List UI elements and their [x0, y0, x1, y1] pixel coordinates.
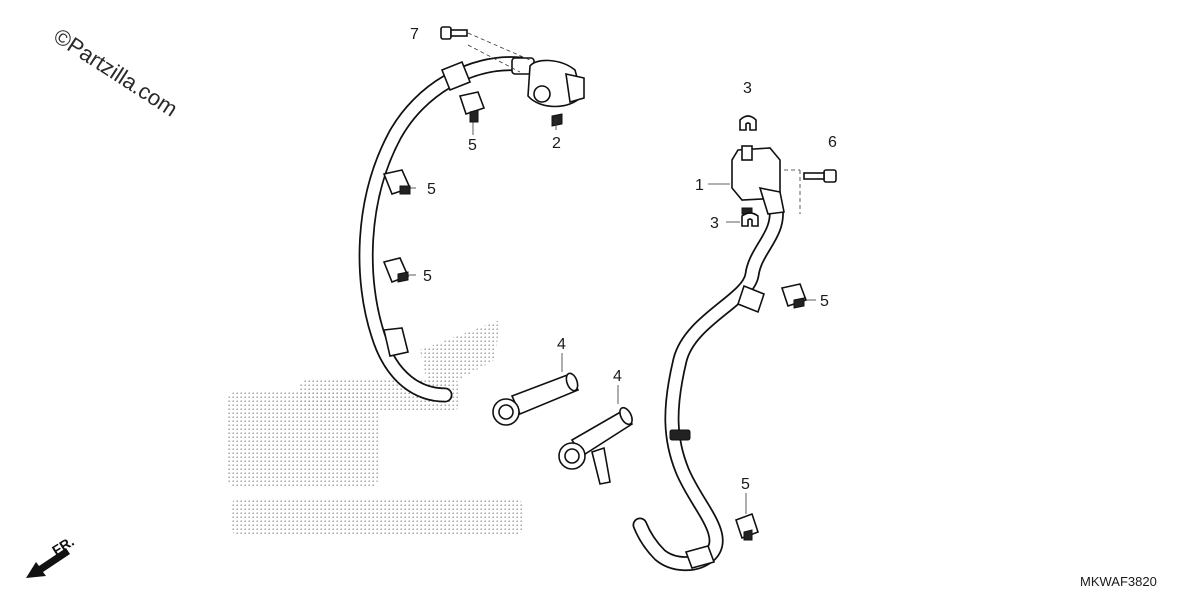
- callout-5-left-top: 5: [468, 137, 477, 154]
- watermark-text: ©Partzilla.com: [49, 23, 182, 121]
- callout-5-right-lower: 5: [741, 476, 750, 493]
- part-4-connector-b: [558, 406, 634, 485]
- clamp-left-mid: [382, 169, 412, 195]
- part-4-connector-a: [492, 372, 580, 426]
- clamp-right-lower: [734, 512, 760, 541]
- part-6-bolt: [803, 169, 837, 183]
- callout-6: 6: [828, 134, 837, 151]
- part-3-clip-bottom: [741, 212, 759, 227]
- callout-3-top: 3: [743, 80, 752, 97]
- callout-1: 1: [695, 177, 704, 194]
- front-direction-arrow: FR.: [26, 533, 77, 578]
- clamp-left-top: [458, 91, 486, 123]
- front-direction-label: FR.: [49, 533, 77, 559]
- callout-3-bottom: 3: [710, 215, 719, 232]
- part-7-bolt: [440, 26, 531, 73]
- diagram-code: MKWAF3820: [1080, 574, 1157, 589]
- callout-5-left-low: 5: [423, 268, 432, 285]
- part-3-clip-top: [739, 115, 757, 131]
- part-2-valve: [511, 57, 585, 127]
- callout-2: 2: [552, 135, 561, 152]
- left-hose: [358, 56, 528, 403]
- clamp-left-low: [382, 257, 410, 284]
- right-hose: [632, 200, 784, 572]
- callout-7: 7: [410, 26, 419, 43]
- callout-5-left-mid: 5: [427, 181, 436, 198]
- clamp-right-upper: [780, 283, 808, 309]
- background-logo: [228, 320, 522, 534]
- callout-4-a: 4: [557, 336, 566, 353]
- part-1-solenoid: [708, 145, 801, 215]
- callout-4-b: 4: [613, 368, 622, 385]
- callout-5-right-upper: 5: [820, 293, 829, 310]
